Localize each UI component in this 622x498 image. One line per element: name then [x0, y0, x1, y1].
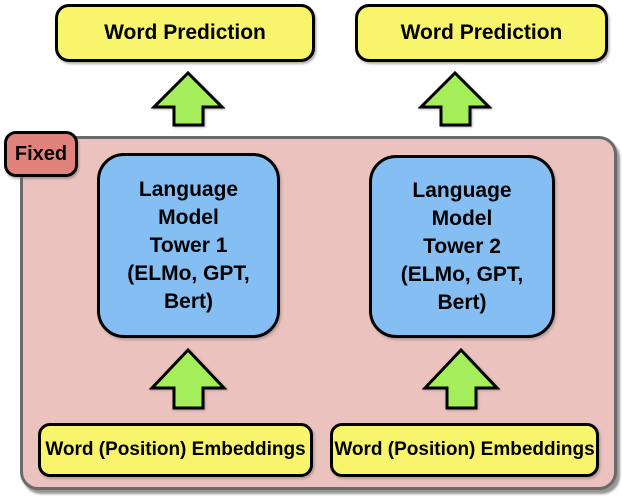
language-model-tower-2-box: Language Model Tower 2 (ELMo, GPT, Bert) — [369, 155, 555, 338]
word-embeddings-label: Word (Position) Embeddings — [334, 439, 595, 460]
language-model-tower-1-box: Language Model Tower 1 (ELMo, GPT, Bert) — [97, 153, 280, 338]
word-embeddings-box-2: Word (Position) Embeddings — [330, 423, 599, 477]
up-arrow-icon — [151, 70, 225, 128]
tower-text-line: Tower 1 — [149, 233, 228, 257]
up-arrow-icon — [149, 347, 227, 411]
word-prediction-box-2: Word Prediction — [355, 4, 608, 62]
word-embeddings-box-1: Word (Position) Embeddings — [38, 423, 313, 477]
fixed-badge-label: Fixed — [14, 142, 68, 165]
up-arrow-icon — [422, 347, 500, 411]
word-prediction-label: Word Prediction — [104, 21, 266, 44]
fixed-badge: Fixed — [4, 131, 78, 177]
tower-text-line: Bert) — [437, 290, 487, 314]
tower-text-line: Model — [158, 205, 219, 229]
word-prediction-label: Word Prediction — [400, 21, 563, 44]
word-prediction-box-1: Word Prediction — [55, 4, 315, 62]
tower-text-line: (ELMo, GPT, — [127, 261, 250, 285]
word-embeddings-label: Word (Position) Embeddings — [45, 439, 306, 460]
tower-text-line: (ELMo, GPT, — [400, 262, 524, 286]
tower-text-line: Bert) — [163, 289, 213, 313]
up-arrow-icon — [418, 70, 492, 128]
tower-text-line: Language — [412, 178, 512, 202]
tower-text-line: Tower 2 — [423, 234, 501, 258]
tower-text-line: Model — [431, 206, 493, 230]
tower-text-line: Language — [138, 177, 239, 201]
